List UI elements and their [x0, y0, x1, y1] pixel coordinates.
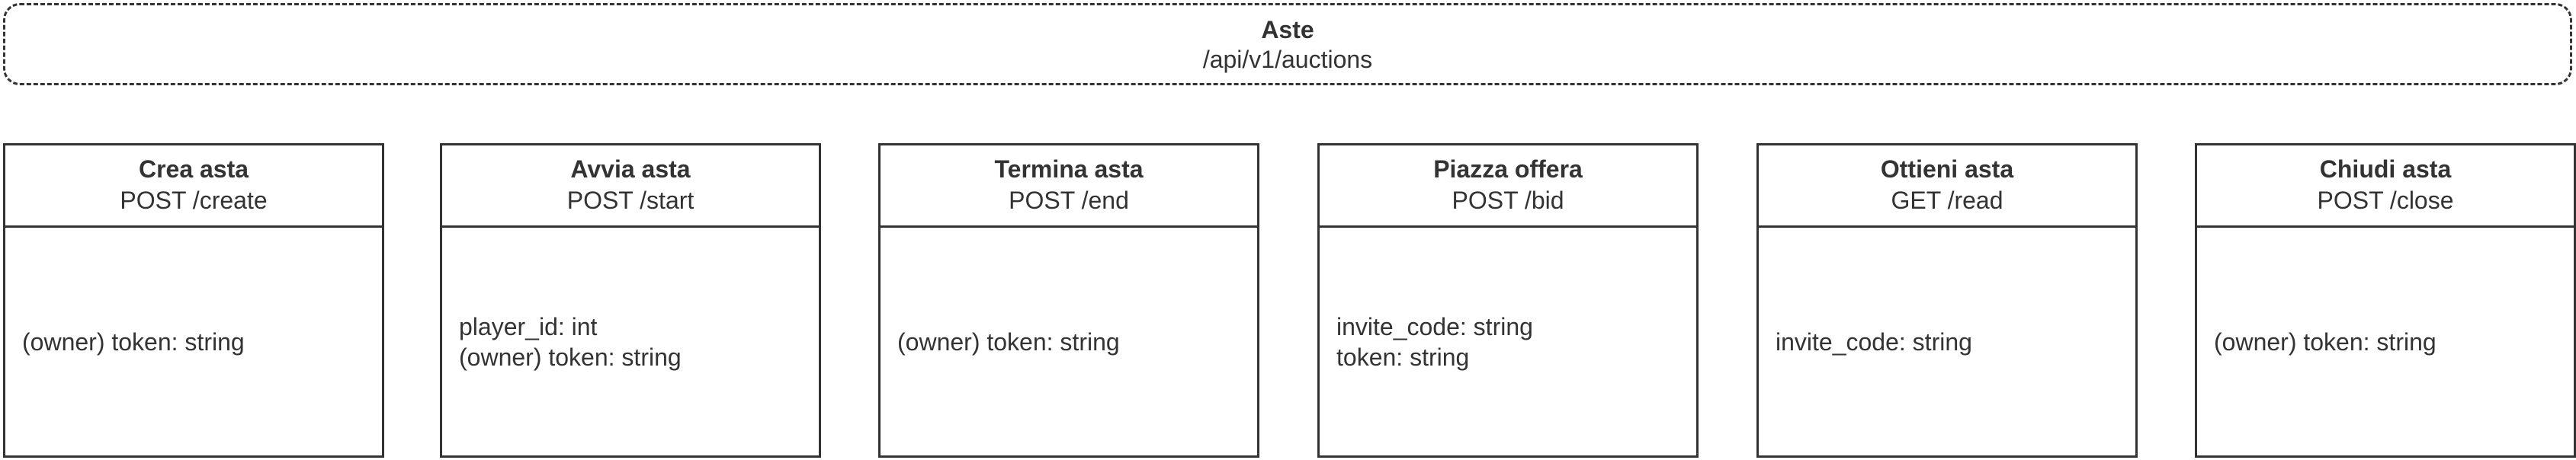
endpoint-route: POST /end	[1009, 187, 1129, 214]
endpoint-route: POST /start	[566, 187, 695, 214]
auctions-group: Aste /api/v1/auctions	[3, 3, 2572, 85]
param: (owner) token: string	[897, 327, 1120, 356]
group-path: /api/v1/auctions	[1202, 46, 1373, 73]
endpoint-header: Crea asta POST /create	[5, 145, 382, 228]
endpoint-params: (owner) token: string	[881, 228, 1257, 455]
param: (owner) token: string	[2214, 327, 2436, 356]
endpoint-params: (owner) token: string	[5, 228, 382, 455]
endpoint-title: Crea asta	[138, 155, 249, 183]
endpoint-header: Termina asta POST /end	[881, 145, 1257, 228]
param: player_id: int	[459, 312, 598, 340]
endpoint-header: Piazza offera POST /bid	[1320, 145, 1696, 228]
param: invite_code: string	[1336, 312, 1533, 340]
param: (owner) token: string	[459, 343, 682, 371]
endpoint-params: player_id: int (owner) token: string	[442, 228, 819, 455]
endpoint-route: POST /bid	[1452, 187, 1564, 214]
endpoint-route: GET /read	[1891, 187, 2003, 214]
endpoint-title: Avvia asta	[570, 155, 691, 183]
endpoint-params: invite_code: string token: string	[1320, 228, 1696, 455]
endpoint-box-close: Chiudi asta POST /close (owner) token: s…	[2195, 143, 2576, 458]
param: (owner) token: string	[22, 327, 245, 356]
endpoint-route: POST /close	[2317, 187, 2454, 214]
endpoint-route: POST /create	[120, 187, 268, 214]
endpoint-box-read: Ottieni asta GET /read invite_code: stri…	[1756, 143, 2138, 458]
param: token: string	[1336, 343, 1470, 371]
endpoint-box-start: Avvia asta POST /start player_id: int (o…	[440, 143, 821, 458]
endpoint-params: invite_code: string	[1759, 228, 2135, 455]
endpoint-title: Ottieni asta	[1880, 155, 2014, 183]
endpoint-title: Piazza offera	[1433, 155, 1583, 183]
param: invite_code: string	[1776, 327, 1972, 356]
endpoint-params: (owner) token: string	[2197, 228, 2574, 455]
group-title: Aste	[1261, 16, 1314, 43]
endpoint-header: Ottieni asta GET /read	[1759, 145, 2135, 228]
endpoint-box-bid: Piazza offera POST /bid invite_code: str…	[1317, 143, 1699, 458]
endpoint-header: Avvia asta POST /start	[442, 145, 819, 228]
endpoint-box-end: Termina asta POST /end (owner) token: st…	[878, 143, 1259, 458]
endpoint-box-create: Crea asta POST /create (owner) token: st…	[3, 143, 384, 458]
endpoint-header: Chiudi asta POST /close	[2197, 145, 2574, 228]
endpoint-title: Chiudi asta	[2319, 155, 2452, 183]
endpoint-title: Termina asta	[994, 155, 1144, 183]
